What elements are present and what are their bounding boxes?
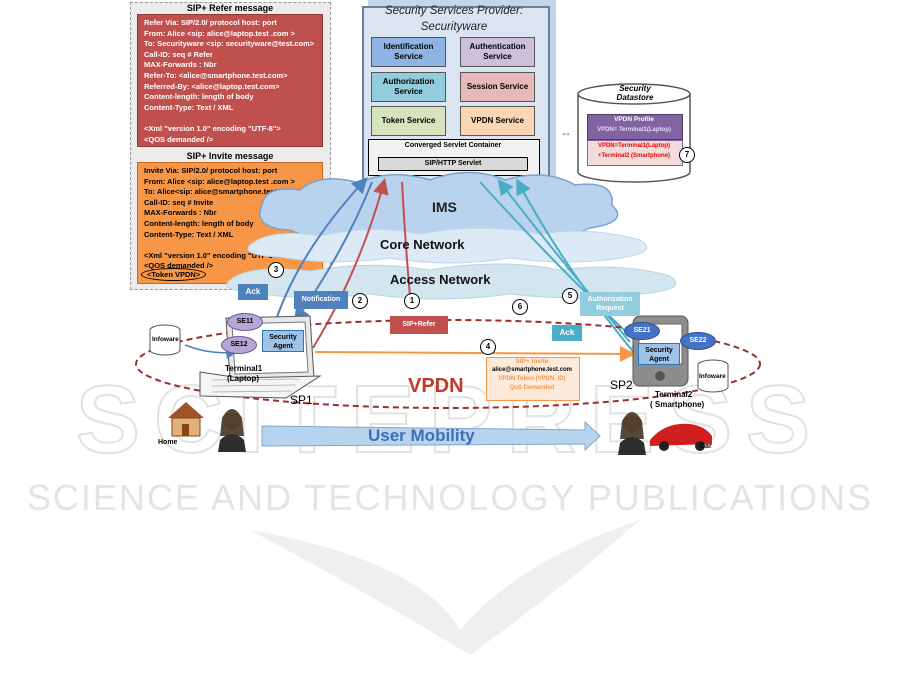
infoware-left-label: Infoware <box>152 336 179 343</box>
token-service: Token Service <box>371 106 446 136</box>
vpdn-profile-red-1: VPDN=Terminal1(Laptop) <box>597 143 671 149</box>
sip-http-servlet: SIP/HTTP Servlet <box>378 157 528 171</box>
servlet-container-label: Converged Servlet Container <box>404 142 502 149</box>
refer-line: <Xml "version 1.0" encoding "UTF-8"> <box>144 123 281 133</box>
invite-line: Content-length: length of body <box>144 218 254 228</box>
se11-badge: SE11 <box>227 313 263 331</box>
step-7-marker: 7 <box>679 147 695 163</box>
home-label: Home <box>158 439 178 446</box>
infoware-server-right <box>697 359 729 393</box>
authentication-service: Authentication Service <box>460 37 535 67</box>
vpdn-label: VPDN <box>408 375 464 397</box>
refer-title: SIP+ Refer message <box>186 3 274 13</box>
invite-line: <Xml "version 1.0" encoding "UTF-8"> <box>144 250 281 260</box>
refer-line: MAX-Forwards : Nbr <box>144 60 217 70</box>
refer-line: To: Securityware <sip: securityware@test… <box>144 39 315 49</box>
sip-invite-callout <box>486 357 580 401</box>
authorization-request-tag: Authorization Request <box>580 292 640 316</box>
datastore-title: Security Datastore <box>616 84 654 102</box>
refer-line: Referred-By: <alice@laptop.test.com> <box>144 81 280 91</box>
invite-line: Call-ID: seq # Invite <box>144 197 214 207</box>
sip-invite-callout-title: SIP+ Invite <box>515 358 549 365</box>
vpdn-profile-red-box <box>587 140 683 166</box>
step-5-marker: 5 <box>562 288 578 304</box>
invite-line: To: Alice<sip: alice@smartphone.test.com… <box>144 187 299 197</box>
step-3-marker: 3 <box>268 262 284 278</box>
sip-refer-tag: SIP+Refer <box>390 316 448 334</box>
vpdn-ellipse <box>135 319 761 409</box>
sip-invite-callout-address: alice@smartphone.test.com <box>492 367 572 373</box>
home-icon <box>168 402 204 437</box>
core-network-label: Core Network <box>380 237 465 252</box>
vpdn-profile-line: VPDN= Terminal1(Laptop) <box>597 127 671 133</box>
watermark-swoosh <box>250 520 640 655</box>
sp1-label: SP1 <box>290 393 313 407</box>
sip-invite-callout-qos: QoS Demanded <box>509 385 555 391</box>
refer-line: Refer-To: <alice@smartphone.test.com> <box>144 70 288 80</box>
access-network-label: Access Network <box>390 272 491 287</box>
step-2-marker: 2 <box>352 293 368 309</box>
terminal2-label-line2: ( Smartphone) <box>650 400 705 409</box>
invite-line: Content-Type: Text / XML <box>144 229 234 239</box>
refer-line: Content-length: length of body <box>144 92 254 102</box>
step-6-marker: 6 <box>512 299 528 315</box>
notification-tag: Notification <box>294 291 348 309</box>
sip-invite-callout-token: VPDN Token (VPDN_ID) <box>498 376 566 382</box>
ack-left-tag: Ack <box>238 284 268 300</box>
security-agent-left: Security Agent <box>262 330 304 352</box>
ack-right-tag: Ack <box>552 325 582 341</box>
user-icon-left <box>218 409 246 452</box>
step-1-marker: 1 <box>404 293 420 309</box>
refer-line: <QOS demanded /> <box>144 134 214 144</box>
se21-badge: SE21 <box>624 322 660 340</box>
car-icon <box>650 423 712 451</box>
infoware-server-left <box>149 324 181 356</box>
invite-token: <Token VPDN> <box>141 268 207 281</box>
watermark-sub-text: SCIENCE AND TECHNOLOGY PUBLICATIONS <box>27 477 873 518</box>
car-label: Car <box>700 443 712 450</box>
infoware-right-label: Infoware <box>699 373 726 380</box>
provider-title: Security Services Provider: <box>384 5 524 17</box>
vpdn-service: VPDN Service <box>460 106 535 136</box>
se12-badge: SE12 <box>221 336 257 354</box>
refer-line: From: Alice <sip: alice@laptop.test .com… <box>144 28 295 38</box>
refer-line: Call-ID: seq # Refer <box>144 49 213 59</box>
user-mobility-arrow <box>261 420 601 452</box>
provider-subtitle: Securityware <box>420 21 488 33</box>
datastore-link-icon: ⇔ <box>560 126 572 140</box>
invite-title: SIP+ Invite message <box>186 151 274 161</box>
identification-service: Identification Service <box>371 37 446 67</box>
terminal1-label-line2: (Laptop) <box>227 374 259 383</box>
vpdn-profile-box <box>587 114 683 140</box>
sp2-label: SP2 <box>610 378 633 392</box>
authorization-service: Authorization Service <box>371 72 446 102</box>
user-mobility-label: User Mobility <box>368 426 475 445</box>
invite-line: Invite Via: SIP/2.0/ protocol host: port <box>144 166 278 175</box>
refer-line: Refer Via: SIP/2.0/ protocol host: port <box>144 18 277 27</box>
vpdn-profile-title: VPDN Profile <box>613 116 655 123</box>
terminal2-label-line1: Terminal2 <box>655 390 693 399</box>
laptop-terminal1 <box>199 315 322 399</box>
refer-line: Content-Type: Text / XML <box>144 102 234 112</box>
user-icon-right <box>618 412 646 455</box>
security-agent-right: Security Agent <box>638 343 680 365</box>
se22-badge: SE22 <box>680 332 716 350</box>
invite-line: MAX-Forwards : Nbr <box>144 208 217 218</box>
session-service: Session Service <box>460 72 535 102</box>
step-4-marker: 4 <box>480 339 496 355</box>
ims-label: IMS <box>432 199 457 215</box>
invite-line: From: Alice <sip: alice@laptop.test .com… <box>144 176 295 186</box>
invite-line: <QOS demanded /> <box>144 261 214 271</box>
vpdn-profile-red-2: +Terminal2 (Smartphone) <box>597 153 671 159</box>
terminal1-label-line1: Terminal1 <box>225 364 263 373</box>
